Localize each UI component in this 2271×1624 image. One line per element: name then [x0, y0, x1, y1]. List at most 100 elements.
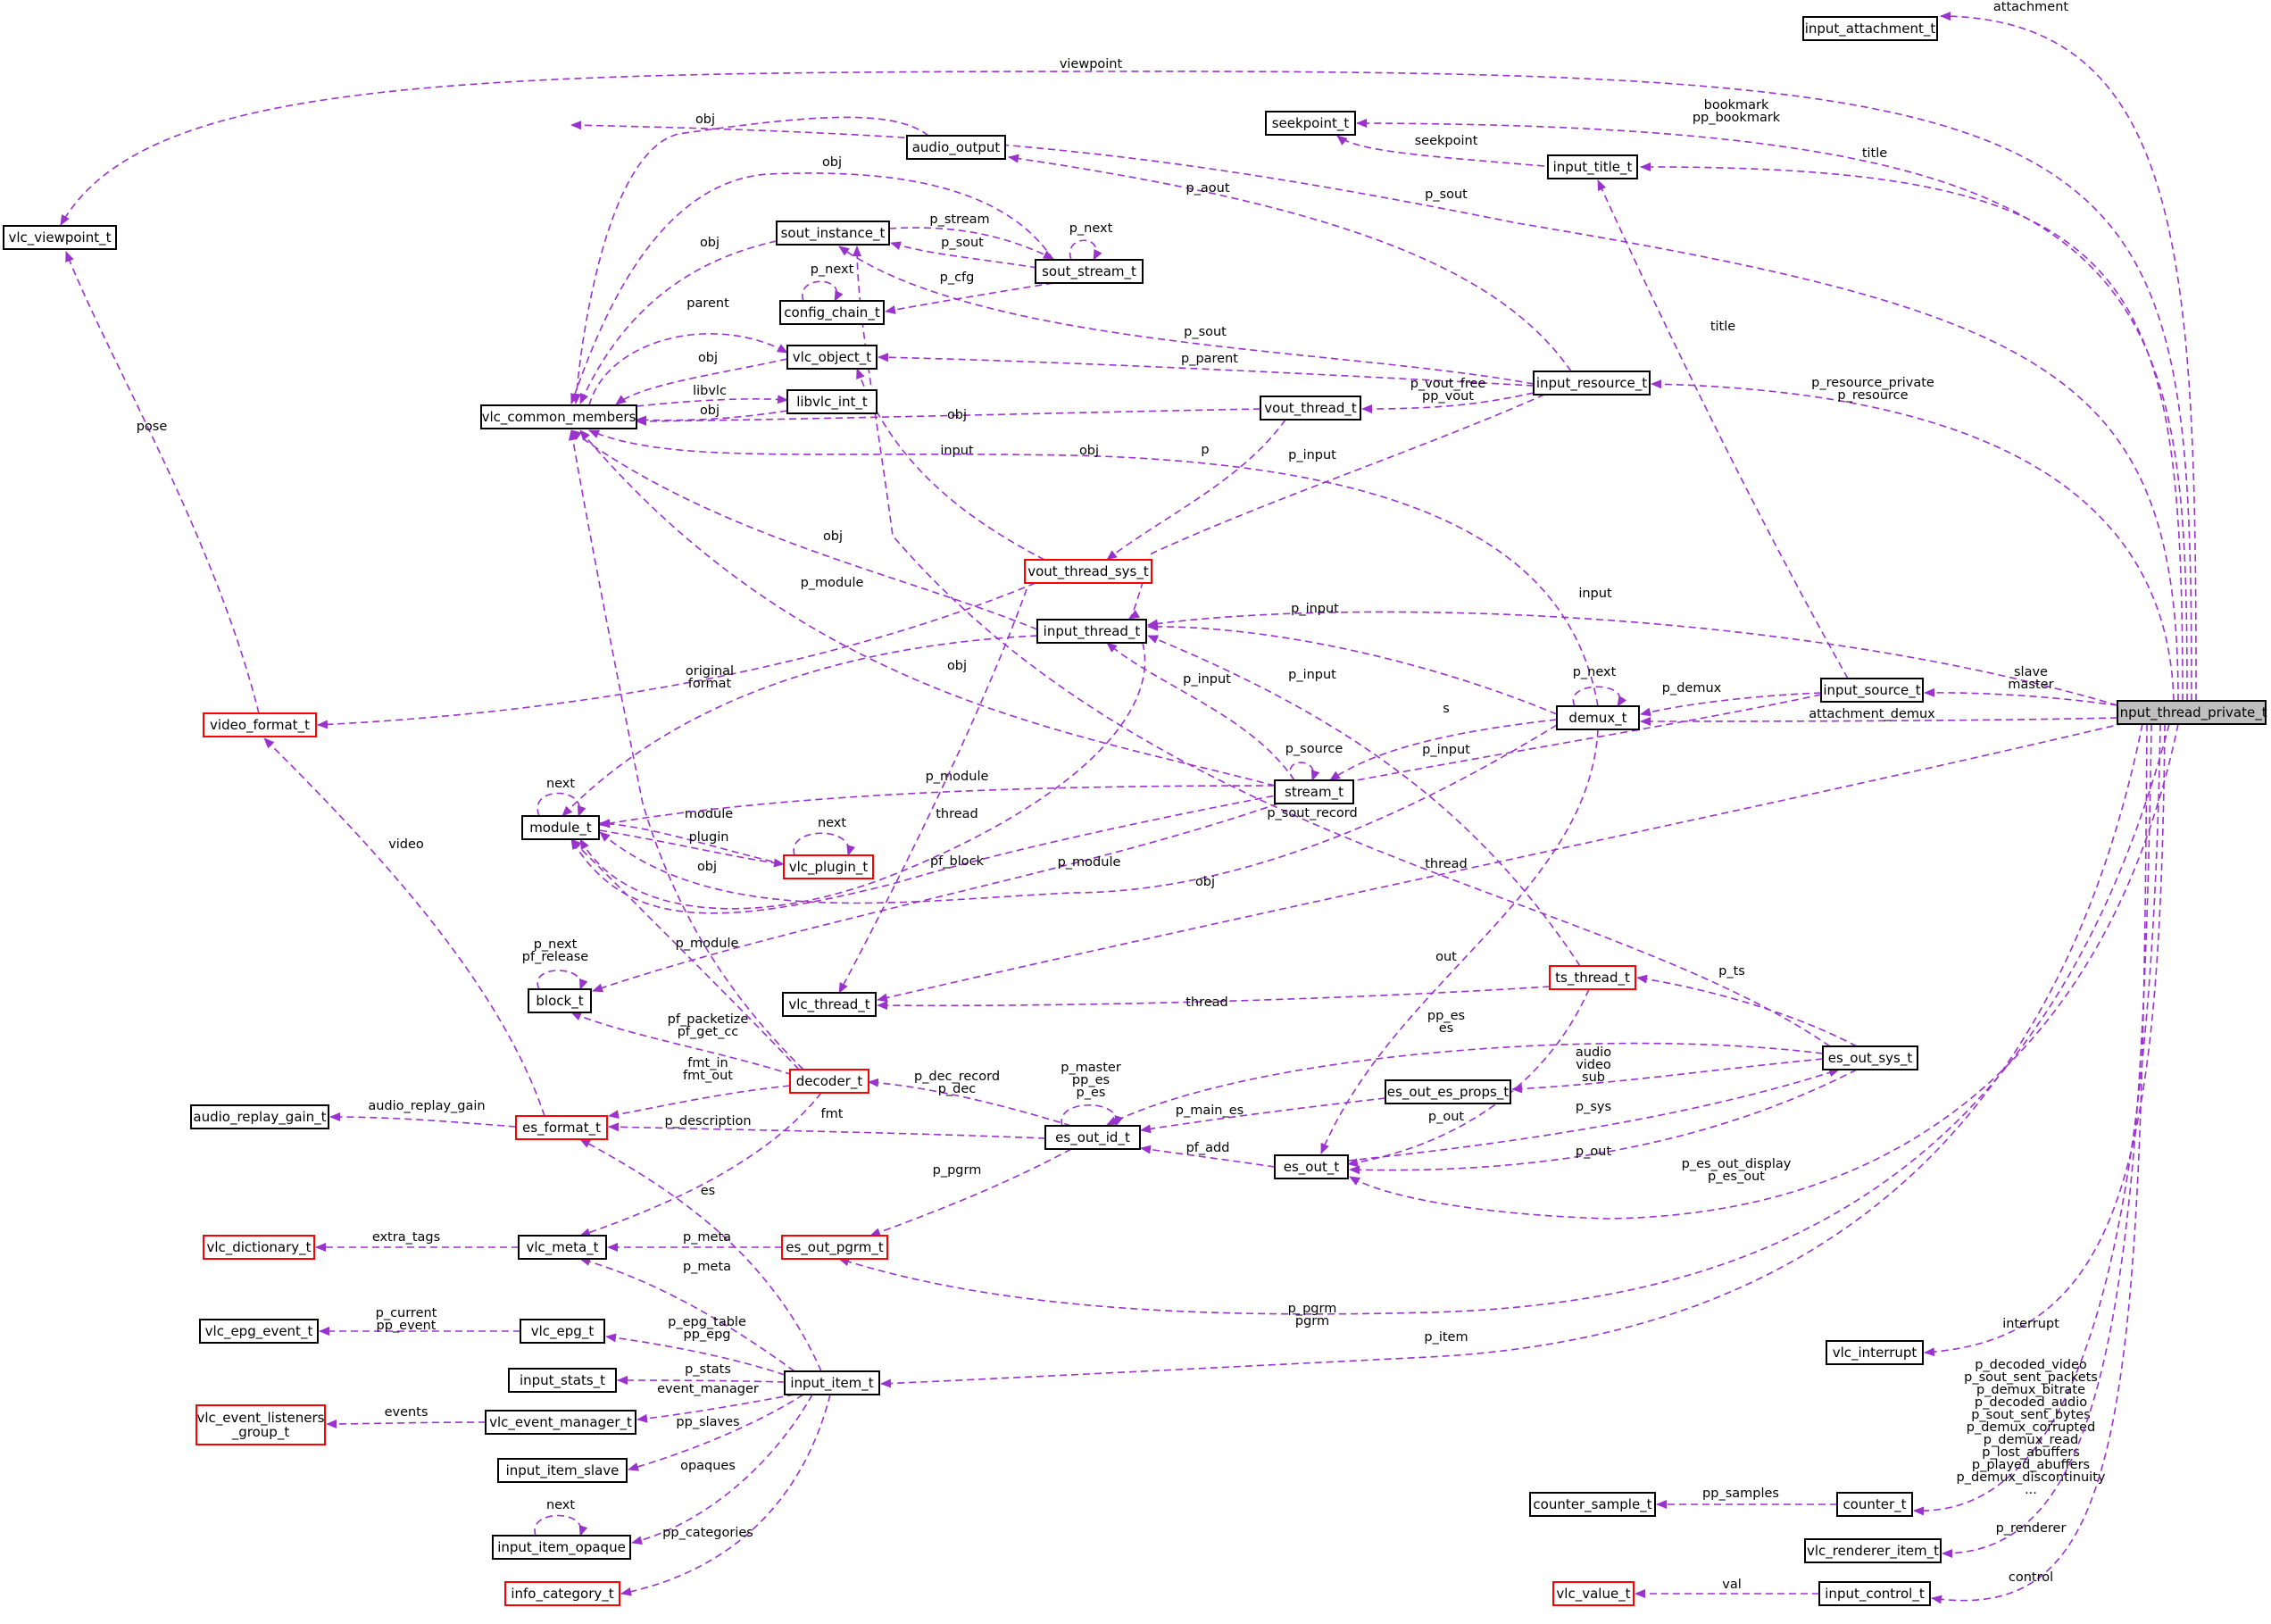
node-input_thread_t[interactable]: input_thread_t	[1036, 619, 1147, 644]
node-seekpoint_t[interactable]: seekpoint_t	[1265, 111, 1356, 136]
node-audio_replay_gain_t[interactable]: audio_replay_gain_t	[190, 1104, 329, 1129]
node-input_title_t[interactable]: input_title_t	[1547, 154, 1638, 179]
edge-input_thread_private_t-to-input_source_t	[1924, 687, 2118, 706]
node-label: ts_thread_t	[1555, 970, 1630, 987]
edge-vout_thread_t-to-vout_thread_sys_t	[1106, 419, 1286, 561]
edge-vlc_plugin_t-to-vlc_plugin_t	[793, 832, 855, 856]
node-vlc_value_t[interactable]: vlc_value_t	[1552, 1581, 1635, 1606]
node-input_item_slave[interactable]: input_item_slave	[497, 1458, 628, 1483]
node-sout_instance_t[interactable]: sout_instance_t	[776, 221, 890, 246]
node-box	[1547, 154, 1638, 179]
node-es_out_es_props_t[interactable]: es_out_es_props_t	[1385, 1079, 1511, 1104]
node-input_thread_private_t[interactable]: input_thread_private_t	[2116, 700, 2267, 725]
node-input_item_t[interactable]: input_item_t	[784, 1370, 880, 1395]
node-block_t[interactable]: block_t	[528, 988, 592, 1013]
node-es_out_sys_t[interactable]: es_out_sys_t	[1822, 1045, 1918, 1070]
node-module_t[interactable]: module_t	[521, 815, 600, 840]
edge-label: p_module	[676, 937, 739, 951]
node-input_source_t[interactable]: input_source_t	[1820, 678, 1924, 703]
node-vlc_event_manager_t[interactable]: vlc_event_manager_t	[485, 1410, 636, 1435]
node-box	[1274, 779, 1354, 804]
edge-vout_thread_sys_t-to-video_format_t	[317, 582, 1036, 729]
node-vout_thread_t[interactable]: vout_thread_t	[1260, 396, 1361, 421]
edge-stream_t-to-stream_t	[1289, 762, 1320, 781]
node-box	[1556, 705, 1640, 730]
node-vlc_common_members[interactable]: vlc_common_members	[480, 404, 637, 429]
edge-label: p_next	[1573, 665, 1617, 679]
node-es_out_id_t[interactable]: es_out_id_t	[1044, 1125, 1141, 1150]
node-input_item_opaque[interactable]: input_item_opaque	[492, 1535, 631, 1560]
node-label: video_format_t	[210, 717, 310, 734]
node-vlc_dictionary_t[interactable]: vlc_dictionary_t	[203, 1235, 315, 1260]
node-label: vlc_object_t	[793, 349, 872, 366]
node-box	[1036, 619, 1147, 644]
edge-label: parent	[686, 296, 729, 311]
node-vlc_renderer_item_t[interactable]: vlc_renderer_item_t	[1804, 1538, 1942, 1563]
node-es_format_t[interactable]: es_format_t	[515, 1115, 608, 1140]
node-vlc_object_t[interactable]: vlc_object_t	[786, 345, 878, 370]
node-vlc_viewpoint_t[interactable]: vlc_viewpoint_t	[3, 225, 117, 250]
edge-input_thread_private_t-to-input_item_t	[880, 723, 2143, 1388]
node-vlc_event_listeners_group_t[interactable]: vlc_event_listeners_group_t	[195, 1404, 326, 1445]
node-decoder_t[interactable]: decoder_t	[789, 1069, 869, 1094]
edge-label: input	[1578, 587, 1612, 601]
node-vout_thread_sys_t[interactable]: vout_thread_sys_t	[1024, 559, 1152, 584]
edge-label: p_item	[1424, 1330, 1468, 1345]
node-input_control_t[interactable]: input_control_t	[1818, 1581, 1931, 1606]
node-vlc_thread_t[interactable]: vlc_thread_t	[782, 992, 877, 1017]
node-vlc_epg_t[interactable]: vlc_epg_t	[520, 1319, 605, 1344]
edge-label: p_source	[1285, 742, 1343, 756]
node-sout_stream_t[interactable]: sout_stream_t	[1035, 259, 1144, 284]
edge-label: p_module	[926, 770, 989, 784]
edge-stream_t-to-block_t	[592, 803, 1279, 993]
node-input_attachment_t[interactable]: input_attachment_t	[1802, 16, 1938, 41]
edge-sout_stream_t-to-sout_stream_t	[1069, 239, 1102, 261]
node-vlc_plugin_t[interactable]: vlc_plugin_t	[783, 854, 874, 879]
node-es_out_pgrm_t[interactable]: es_out_pgrm_t	[781, 1235, 888, 1260]
edge-demux_t-to-demux_t	[1572, 686, 1627, 707]
node-box	[1820, 678, 1924, 703]
node-box	[1035, 259, 1144, 284]
edge-demux_t-to-vlc_common_members	[588, 429, 1599, 707]
node-counter_sample_t[interactable]: counter_sample_t	[1529, 1492, 1656, 1517]
node-libvlc_int_t[interactable]: libvlc_int_t	[786, 389, 878, 414]
node-input_resource_t[interactable]: input_resource_t	[1533, 371, 1651, 396]
node-demux_t[interactable]: demux_t	[1556, 705, 1640, 730]
edge-label: p_input	[1288, 668, 1336, 682]
node-box	[3, 225, 117, 250]
node-label: stream_t	[1285, 784, 1343, 801]
edge-label: p_out	[1576, 1145, 1612, 1159]
node-input_stats_t[interactable]: input_stats_t	[508, 1368, 617, 1393]
node-vlc_interrupt[interactable]: vlc_interrupt	[1826, 1340, 1924, 1365]
node-audio_output[interactable]: audio_output	[906, 135, 1006, 160]
node-es_out_t[interactable]: es_out_t	[1274, 1154, 1349, 1179]
node-box	[784, 1370, 880, 1395]
node-label: vout_thread_sys_t	[1027, 563, 1149, 580]
edge-label: next	[546, 1498, 575, 1512]
node-label: vlc_renderer_item_t	[1807, 1543, 1939, 1560]
node-label: info_category_t	[511, 1586, 613, 1603]
node-vlc_epg_event_t[interactable]: vlc_epg_event_t	[199, 1319, 319, 1344]
node-info_category_t[interactable]: info_category_t	[504, 1581, 620, 1606]
node-video_format_t[interactable]: video_format_t	[203, 712, 317, 737]
edge-label: p_renderer	[1996, 1521, 2067, 1536]
edge-sout_instance_t-to-vlc_common_members	[579, 240, 778, 404]
node-ts_thread_t[interactable]: ts_thread_t	[1549, 965, 1636, 990]
edge-label: p_out	[1428, 1110, 1465, 1124]
edge-label: extra_tags	[372, 1230, 440, 1245]
edge-stream_t-to-module_t	[599, 785, 1276, 829]
node-label: decoder_t	[796, 1073, 863, 1090]
node-label: input_item_slave	[506, 1462, 620, 1479]
node-vlc_meta_t[interactable]: vlc_meta_t	[518, 1235, 607, 1260]
edge-es_out_id_t-to-es_format_t	[608, 1122, 1046, 1139]
edge-input_title_t-to-seekpoint_t	[1336, 135, 1545, 167]
node-stream_t[interactable]: stream_t	[1274, 779, 1354, 804]
edge-module_t-to-module_t	[537, 792, 586, 817]
node-counter_t[interactable]: counter_t	[1836, 1492, 1913, 1517]
edge-label: p_module	[801, 576, 864, 590]
node-box	[515, 1115, 608, 1140]
node-config_chain_t[interactable]: config_chain_t	[779, 300, 885, 325]
